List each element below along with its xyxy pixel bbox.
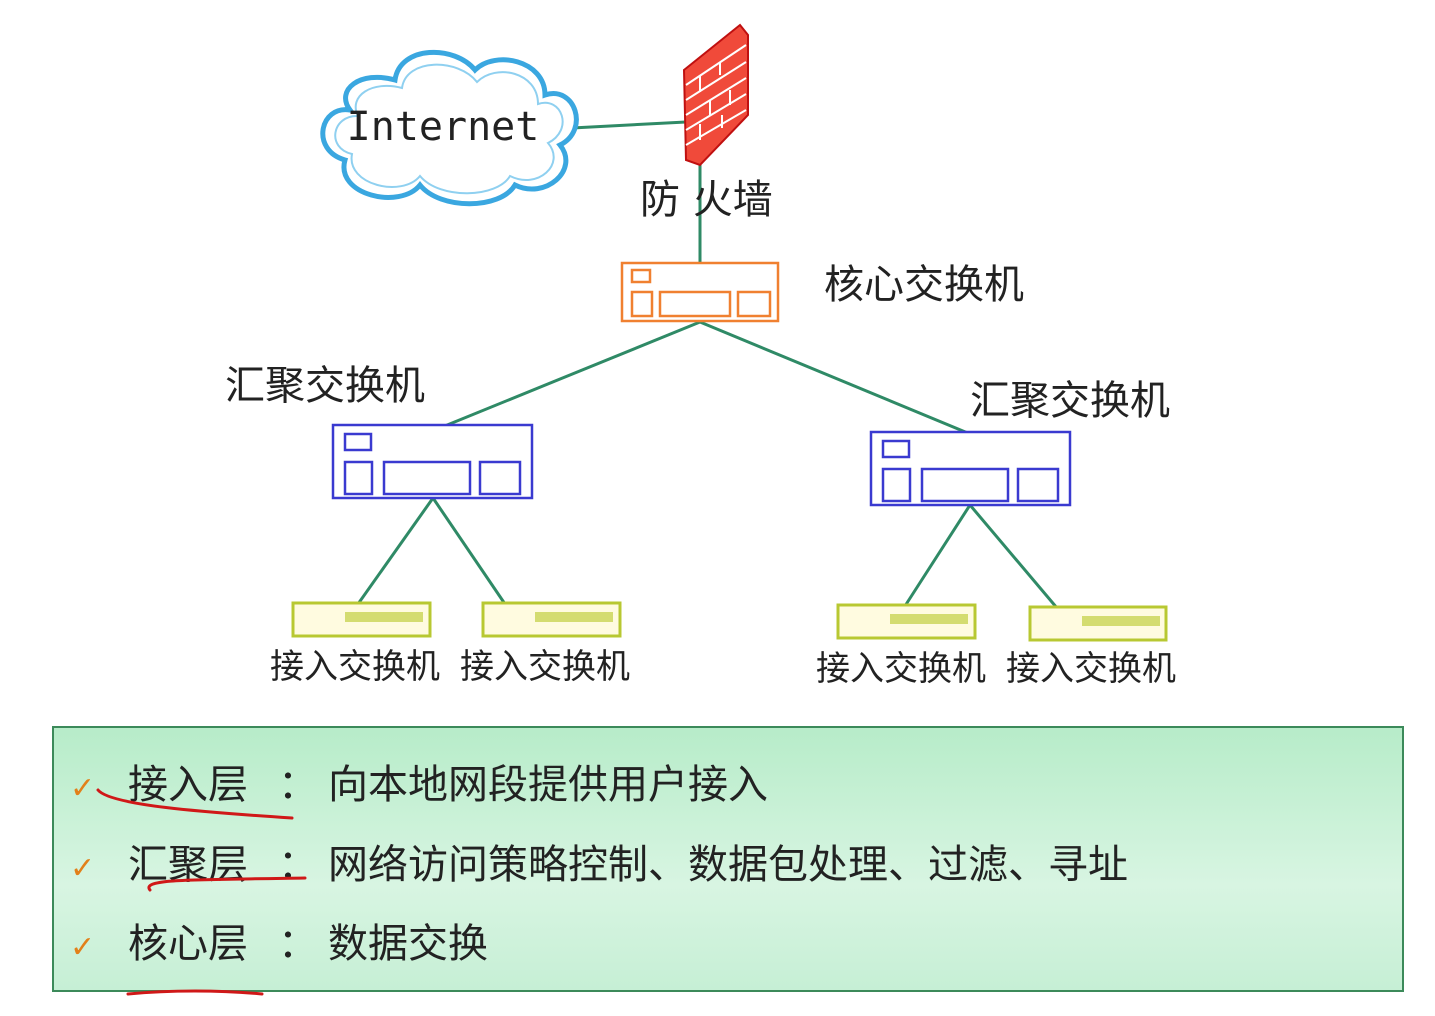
link-agg-right-access-3	[903, 504, 972, 607]
firewall-icon	[682, 23, 749, 167]
core-switch-icon	[620, 261, 780, 323]
link-core-agg-right	[699, 320, 976, 438]
check-icon: ✓	[70, 851, 96, 886]
layer-summary-box	[52, 726, 1404, 992]
link-agg-right-access-4	[968, 504, 1059, 609]
colon: ：	[278, 921, 318, 967]
layer-term: 接入层	[128, 762, 248, 808]
aggregation-switch-right-label: 汇聚交换机	[970, 378, 1170, 424]
internet-label: Internet	[347, 104, 540, 150]
internet-cloud-icon	[320, 49, 579, 207]
check-icon: ✓	[70, 930, 96, 965]
access-switch-1-label: 接入交换机	[270, 647, 440, 687]
colon: ：	[278, 842, 318, 888]
links	[356, 120, 1059, 609]
link-internet-firewall	[571, 120, 687, 130]
access-switch-2-icon	[481, 601, 622, 638]
summary-row-access: ✓ 接入层 ：向本地网段提供用户接入	[70, 752, 768, 810]
access-switch-4-icon	[1028, 605, 1168, 642]
access-switch-4-label: 接入交换机	[1006, 649, 1176, 689]
firewall-label: 防 火墙	[640, 177, 773, 223]
access-switch-3-icon	[836, 603, 977, 640]
access-switch-1-icon	[291, 601, 432, 638]
layer-term: 汇聚层	[128, 842, 248, 888]
aggregation-switch-left-label: 汇聚交换机	[225, 363, 425, 409]
network-topology-diagram: Internet 防 火墙 核心交换机 汇聚交换机	[225, 23, 1176, 689]
aggregation-switch-left-icon	[331, 423, 534, 500]
link-core-agg-left	[429, 320, 701, 434]
layer-description: 数据交换	[328, 921, 488, 967]
core-switch-label: 核心交换机	[824, 262, 1024, 308]
check-icon: ✓	[70, 771, 96, 806]
link-agg-left-access-1	[356, 497, 435, 605]
summary-row-aggregation: ✓ 汇聚层 ：网络访问策略控制、数据包处理、过滤、寻址	[70, 832, 1128, 890]
access-switch-2-label: 接入交换机	[460, 647, 630, 687]
colon: ：	[278, 762, 318, 808]
aggregation-switch-right-icon	[869, 430, 1072, 507]
layer-description: 向本地网段提供用户接入	[328, 762, 768, 808]
link-agg-left-access-2	[431, 497, 507, 605]
summary-row-core: ✓ 核心层 ：数据交换	[70, 911, 488, 969]
access-switch-3-label: 接入交换机	[816, 649, 986, 689]
layer-description: 网络访问策略控制、数据包处理、过滤、寻址	[328, 842, 1128, 888]
layer-term: 核心层	[128, 921, 248, 967]
